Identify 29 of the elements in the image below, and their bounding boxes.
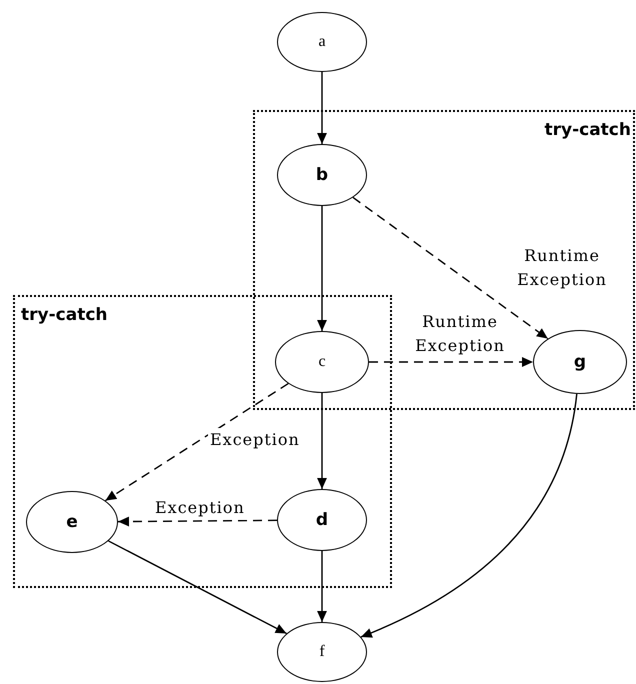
- node-ellipse: [533, 330, 627, 394]
- node-label: a: [318, 33, 326, 51]
- node-ellipse: [277, 12, 367, 72]
- dashed-arrow: [352, 196, 548, 340]
- dashed-arrow: [369, 357, 533, 367]
- arrow: [317, 72, 327, 144]
- node-ellipse: [277, 144, 367, 206]
- arrow: [317, 393, 327, 489]
- arrow: [317, 551, 327, 622]
- arrow: [317, 206, 327, 331]
- edge-label: Runtime Exception: [414, 311, 506, 357]
- node-ellipse: [277, 622, 367, 682]
- node-label: f: [319, 643, 325, 661]
- region-label: try-catch: [21, 305, 108, 325]
- node-ellipse: [26, 491, 118, 553]
- dashed-arrow: [104, 383, 289, 502]
- region-label: try-catch: [544, 120, 631, 140]
- node-label: e: [66, 512, 78, 532]
- node-label: d: [316, 510, 328, 530]
- node-label: c: [318, 353, 326, 371]
- arrow: [108, 540, 287, 634]
- try-catch-region: [253, 110, 635, 410]
- dashed-arrow: [118, 516, 278, 526]
- node-ellipse: [275, 331, 369, 393]
- node-label: b: [316, 165, 328, 185]
- arrow: [360, 394, 578, 638]
- node-ellipse: [277, 489, 367, 551]
- node-label: g: [574, 352, 586, 372]
- edge-label: Runtime Exception: [516, 245, 608, 291]
